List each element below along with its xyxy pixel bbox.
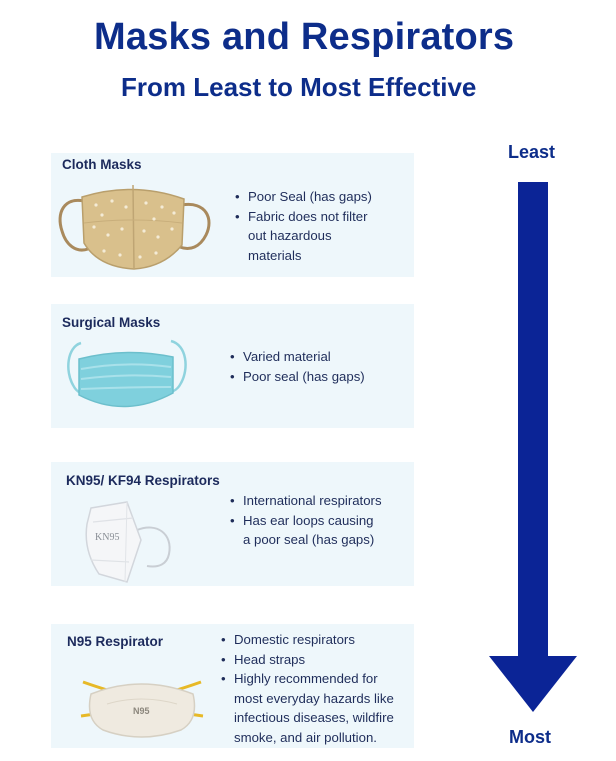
card-title: Surgical Masks xyxy=(62,315,161,330)
bullet-item: Head straps xyxy=(221,650,394,670)
bullet-item: materials xyxy=(248,247,302,263)
card-n95-respirator: N95 Respirator N95 Domestic respirators … xyxy=(51,624,414,748)
surgical-mask-icon xyxy=(67,339,187,408)
card-title: KN95/ KF94 Respirators xyxy=(66,473,220,488)
bullet-list: Poor Seal (has gaps) Fabric does not fil… xyxy=(235,187,372,265)
bullet-list: Domestic respirators Head straps Highly … xyxy=(221,630,394,748)
bullet-item: smoke, and air pollution. xyxy=(234,729,377,745)
card-title: Cloth Masks xyxy=(62,157,142,172)
kn95-respirator-icon: KN95 xyxy=(85,501,171,583)
bullet-item: Fabric does not filter xyxy=(235,207,372,227)
bullet-item: a poor seal (has gaps) xyxy=(243,532,375,548)
bullet-item: infectious diseases, wildfire xyxy=(234,710,394,726)
bullet-item: Domestic respirators xyxy=(221,630,394,650)
bullet-item: Poor seal (has gaps) xyxy=(230,367,365,387)
bullet-item: out hazardous xyxy=(248,228,332,244)
bullet-item: Varied material xyxy=(230,347,365,367)
card-title: N95 Respirator xyxy=(67,634,164,649)
n95-respirator-icon: N95 xyxy=(80,680,204,738)
arrow-top-label: Least xyxy=(508,142,556,162)
down-arrow-icon xyxy=(489,182,577,712)
bullet-item: Has ear loops causing xyxy=(230,511,382,531)
bullet-item: most everyday hazards like xyxy=(234,690,394,706)
bullet-item: International respirators xyxy=(230,491,382,511)
bullet-item: Poor Seal (has gaps) xyxy=(235,187,372,207)
bullet-item: Highly recommended for xyxy=(221,669,394,689)
page-title: Masks and Respirators xyxy=(94,16,515,58)
page-subtitle: From Least to Most Effective xyxy=(121,72,477,102)
bullet-list: International respirators Has ear loops … xyxy=(230,491,382,550)
n95-label: N95 xyxy=(133,706,150,716)
kn95-label: KN95 xyxy=(95,532,119,543)
card-surgical-masks: Surgical Masks Varied material Poor seal… xyxy=(51,304,414,428)
arrow-bottom-label: Most xyxy=(509,727,551,747)
card-cloth-masks: Cloth Masks Poor Seal (has gaps) Fabric … xyxy=(51,153,414,277)
cloth-mask-icon xyxy=(58,184,211,270)
bullet-list: Varied material Poor seal (has gaps) xyxy=(230,347,365,386)
card-kn95-respirators: KN95/ KF94 Respirators KN95 Internationa… xyxy=(51,462,414,586)
